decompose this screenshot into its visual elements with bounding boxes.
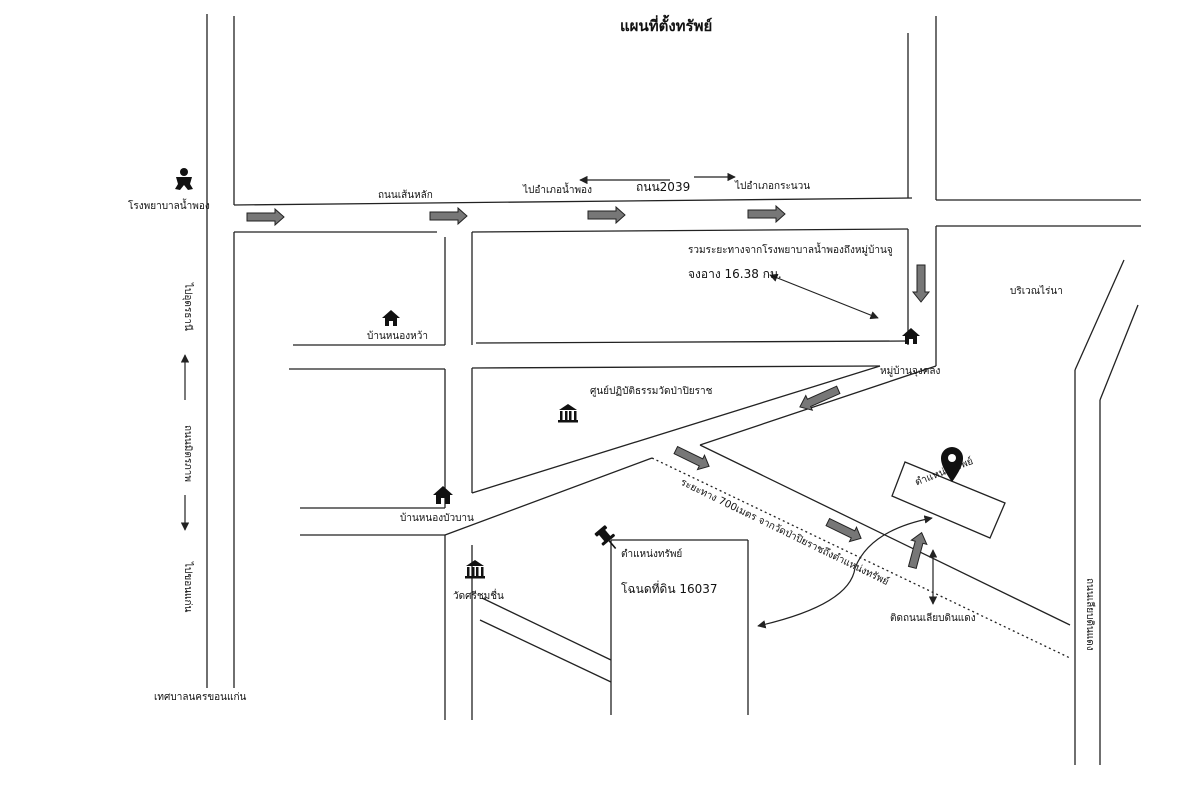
label-deed: โฉนดที่ดิน 16037: [621, 582, 718, 596]
label-ban-nong-bua-ban: บ้านหนองบัวบาน: [400, 513, 474, 524]
house-icon-nong-bua-ban: [433, 486, 453, 504]
property-box: [891, 447, 1006, 539]
label-hospital: โรงพยาบาลน้ำพอง: [128, 201, 210, 212]
map-title: แผนที่ตั้งทรัพย์: [620, 17, 713, 35]
route-arrows: [246, 204, 931, 570]
label-liap-road: ถนนเลียบดินแดง: [1084, 578, 1095, 651]
label-ban-nong-wa: บ้านหนองหว้า: [367, 331, 428, 342]
label-main-road: ถนนเส้นหลัก: [378, 190, 433, 201]
label-wat-sri-chom-chuen: วัดศรีชมชื่น: [453, 591, 504, 602]
label-next-to-liap-road: ติดถนนเลียบดินแดง: [890, 613, 976, 624]
label-distance-line1: รวมระยะทางจากโรงพยาบาลน้ำพองถึงหมู่บ้านจ…: [688, 245, 893, 256]
label-to-kranuan: ไปอำเภอกระนวน: [735, 181, 811, 192]
house-icon-village: [902, 328, 920, 344]
house-icon-nong-wa: [382, 310, 400, 326]
label-village: หมู่บ้านจุงคลง: [880, 366, 941, 377]
label-wat-pa-center: ศูนย์ปฏิบัติธรรมวัดป่าปิยราช: [590, 386, 713, 397]
label-property: ตำแหน่งทรัพย์: [621, 549, 683, 560]
pushpin-icon: [594, 525, 617, 550]
hospital-icon: [175, 168, 193, 190]
label-road-2039: ถนน2039: [636, 180, 691, 194]
location-pin-icon: [941, 447, 963, 482]
map-icons: [175, 168, 920, 579]
temple-icon-wat-sri: [465, 560, 485, 579]
direction-arrows: [180, 172, 938, 629]
temple-icon-wat-pa: [558, 404, 578, 423]
label-khon-kaen-municipality: เทศบาลนครขอนแก่น: [154, 692, 247, 703]
label-rice-field: บริเวณไร่นา: [1010, 286, 1063, 297]
label-to-udon: ไปอุดรธานี: [182, 283, 193, 331]
label-to-nam-phong: ไปอำเภอน้ำพอง: [523, 185, 592, 196]
label-mittraphap: ถนนมิตรภาพ: [182, 425, 193, 482]
label-distance-line2: จงอาง 16.38 กม.: [688, 267, 782, 281]
label-to-khon-kaen: ไปขอนแก่น: [182, 562, 193, 613]
